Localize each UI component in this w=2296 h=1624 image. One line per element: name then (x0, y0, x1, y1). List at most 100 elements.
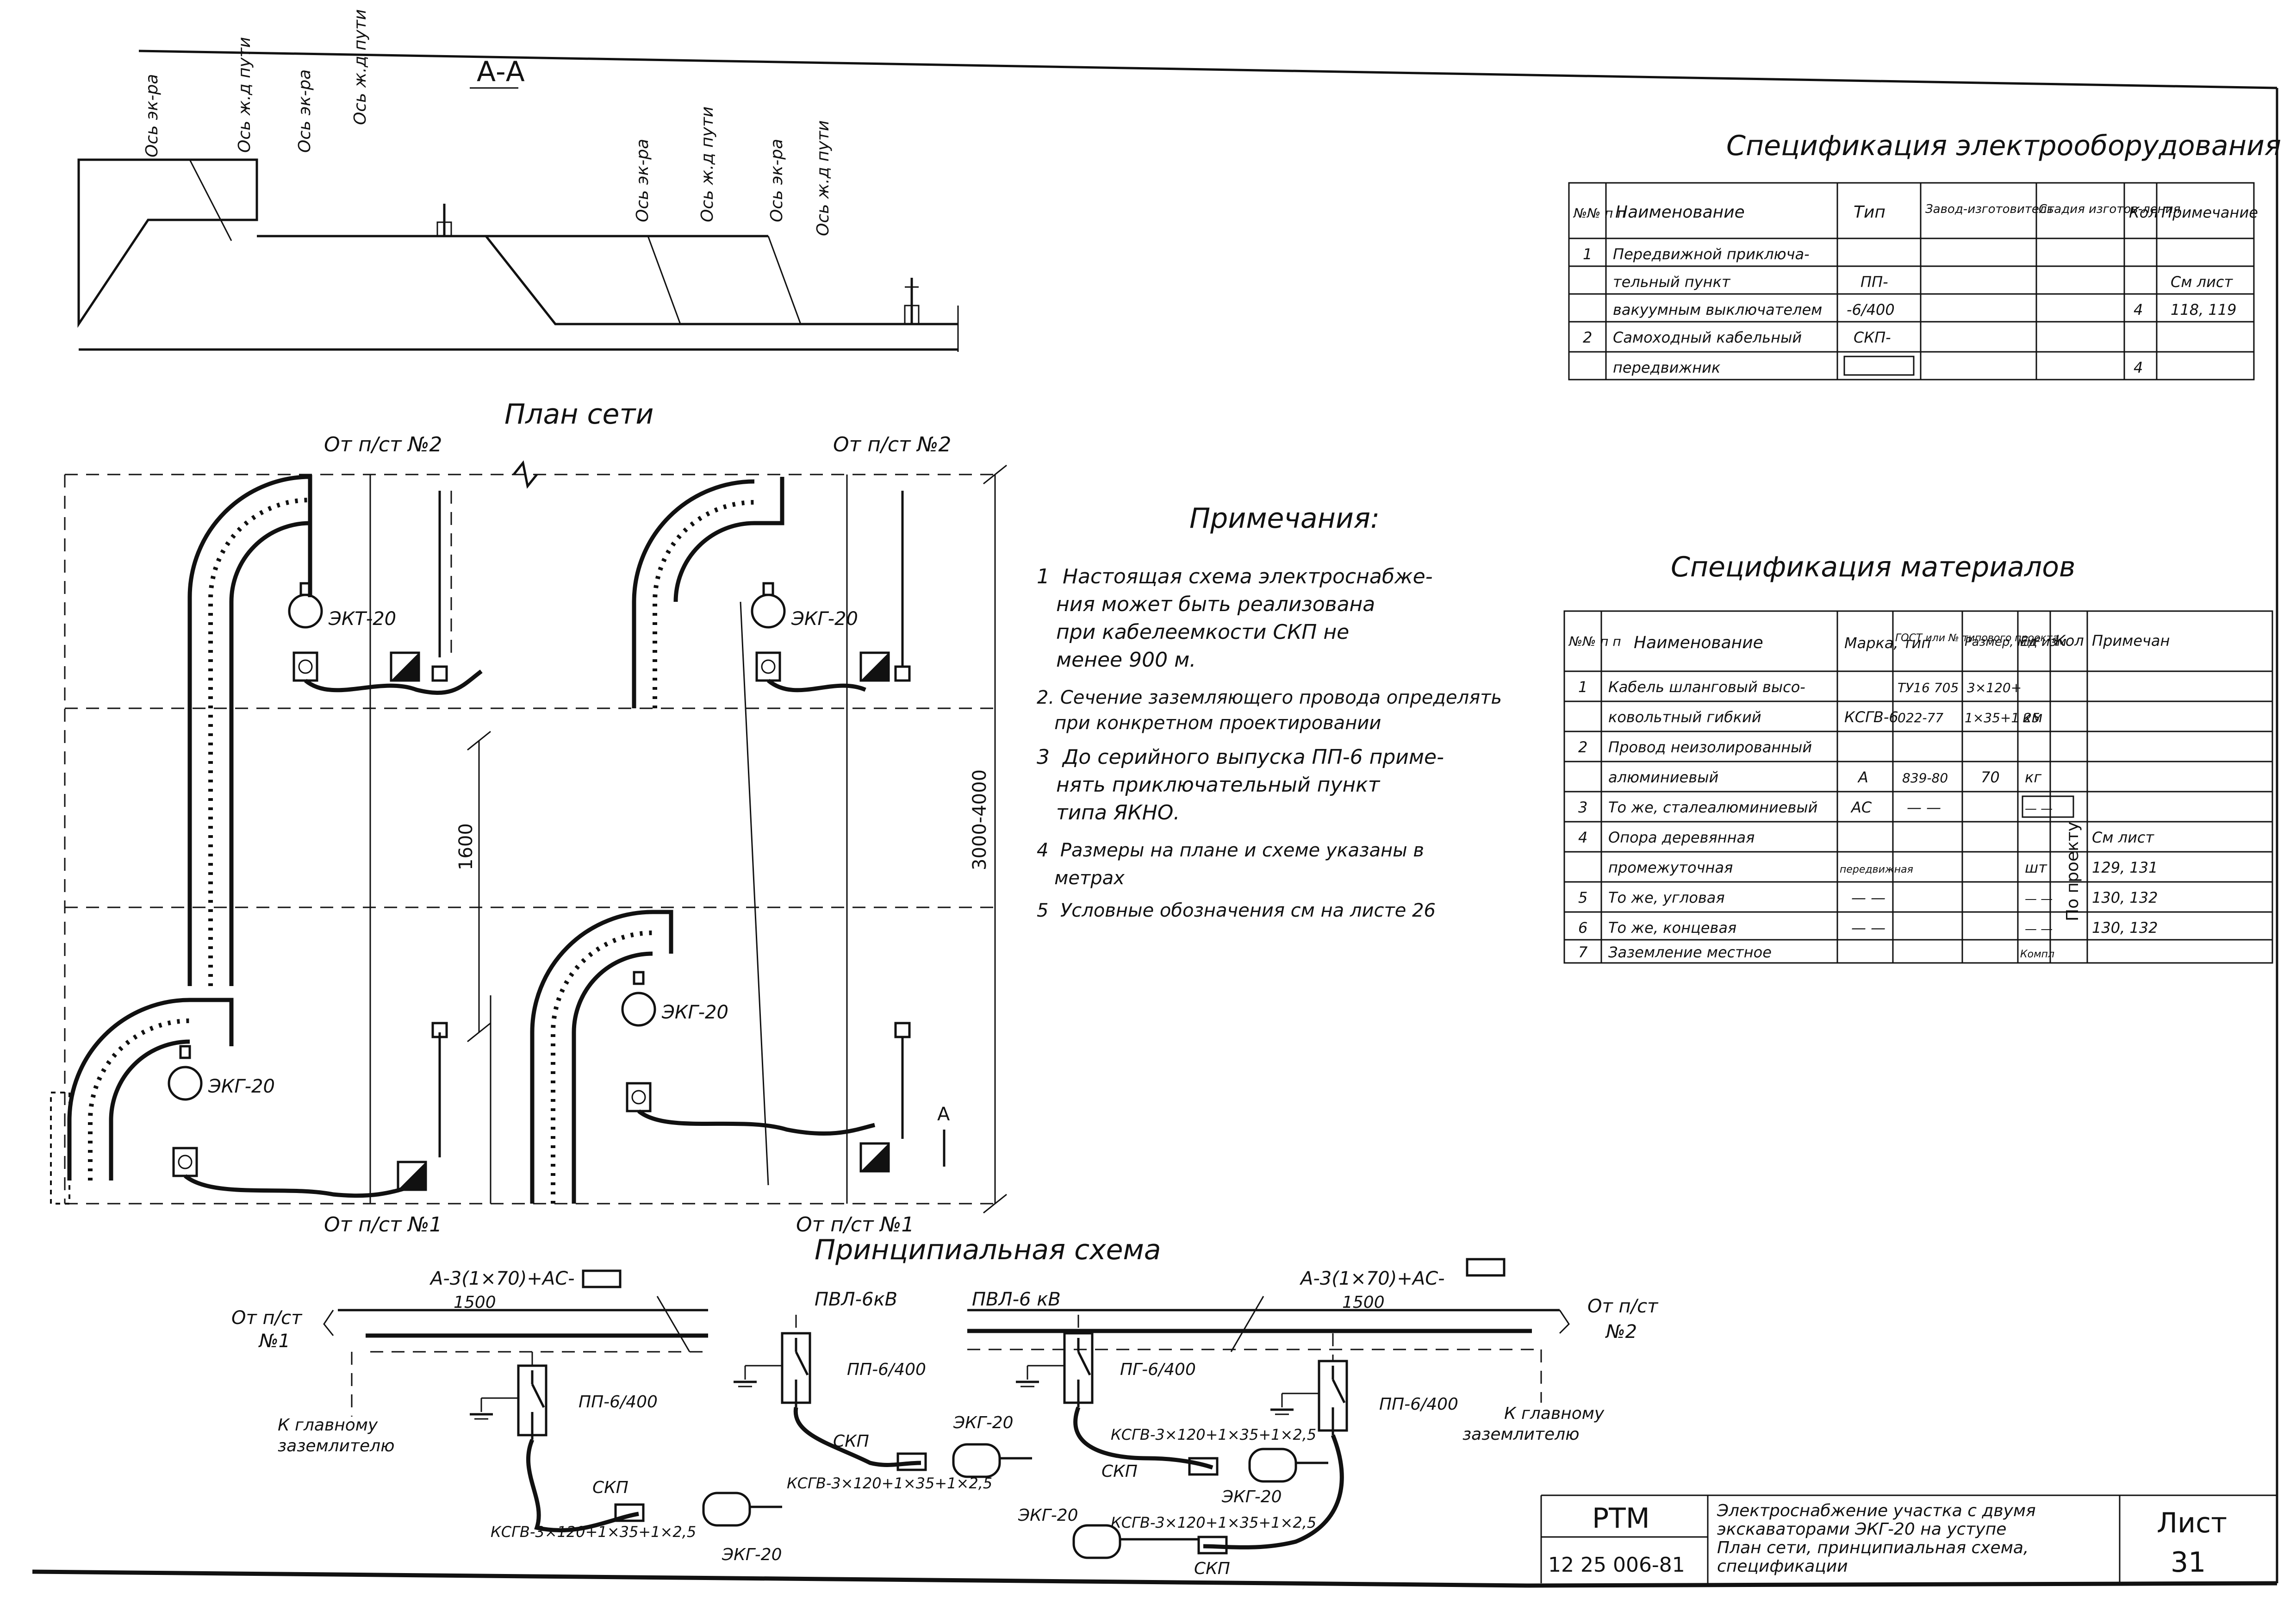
svg-text:130, 132: 130, 132 (2092, 889, 2158, 906)
svg-text:3×120+: 3×120+ (1967, 680, 2022, 695)
network-plan: План сети От п/ст №2 От п/ст №2 От п/ст … (50, 398, 1007, 1237)
switch-pp3: ПГ-6/400 СКП КСГВ-3×120+1×35+1×2,5 ЭКГ-2… (1016, 1315, 1328, 1506)
svg-text:кг: кг (2025, 768, 2041, 786)
svg-text:Ось ж.д пути: Ось ж.д пути (351, 9, 370, 125)
svg-text:118, 119: 118, 119 (2171, 301, 2237, 319)
svg-text:Ось эк-ра: Ось эк-ра (767, 139, 786, 222)
materials-spec-title: Спецификация материалов (1671, 551, 2075, 583)
svg-text:1600: 1600 (455, 823, 477, 870)
svg-text:А: А (937, 1104, 950, 1125)
svg-text:при кабелеемкости СКП не: при кабелеемкости СКП не (1037, 620, 1349, 644)
svg-text:Лист: Лист (2157, 1507, 2227, 1539)
svg-text:Наименование: Наименование (1615, 203, 1745, 222)
svg-text:ЭКТ-20: ЭКТ-20 (328, 608, 396, 630)
svg-text:1500: 1500 (454, 1293, 496, 1312)
svg-text:Электроснабжение участка с дву: Электроснабжение участка с двумя (1717, 1501, 2036, 1520)
svg-text:ЭКГ-20: ЭКГ-20 (1221, 1487, 1282, 1506)
svg-text:Размер, мм²: Размер, мм² (1965, 635, 2041, 649)
svg-text:От п/ст №1: От п/ст №1 (324, 1213, 442, 1237)
svg-text:3 До серийного выпуска ПП-6 п: 3 До серийного выпуска ПП-6 приме- (1037, 745, 1444, 769)
notes-title: Примечания: (1189, 502, 1380, 535)
svg-text:ПП-6/400: ПП-6/400 (847, 1360, 926, 1379)
arch-lower-right (530, 910, 673, 1204)
switch-pp1: ПП-6/400 СКП КСГВ-3×120+1×35+1×2,5 ЭКГ-2… (470, 1352, 782, 1564)
svg-text:3: 3 (1578, 799, 1587, 816)
svg-text:КСГВ-3×120+1×35+1×2,5: КСГВ-3×120+1×35+1×2,5 (491, 1523, 696, 1541)
svg-text:ТУ16 705: ТУ16 705 (1898, 680, 1959, 695)
svg-text:130, 132: 130, 132 (2092, 919, 2158, 937)
svg-text:А: А (1857, 768, 1868, 786)
svg-text:022-77: 022-77 (1898, 710, 1943, 725)
svg-text:тельный пункт: тельный пункт (1613, 273, 1731, 291)
svg-text:ПП-: ПП- (1860, 273, 1888, 291)
svg-text:Наименование: Наименование (1634, 633, 1763, 652)
svg-text:129, 131: 129, 131 (2092, 859, 2158, 876)
svg-text:СКП: СКП (833, 1432, 869, 1451)
svg-text:Опора деревянная: Опора деревянная (1608, 829, 1755, 846)
arch-upper-left (187, 475, 312, 986)
svg-text:Завод-изготовитель: Завод-изготовитель (1925, 202, 2054, 216)
svg-text:КСГВ-3×120+1×35+1×2,5: КСГВ-3×120+1×35+1×2,5 (787, 1474, 992, 1492)
svg-text:Ось эк-ра: Ось эк-ра (295, 69, 314, 153)
title-stamp: РТМ 12 25 006-81 Электроснабжение участк… (1540, 1494, 2277, 1583)
arch-upper-right (632, 477, 784, 708)
svg-text:— —: — — (2025, 922, 2053, 936)
svg-text:31: 31 (2171, 1546, 2206, 1579)
svg-text:КСГВ-3×120+1×35+1×2,5: КСГВ-3×120+1×35+1×2,5 (1111, 1426, 1316, 1443)
svg-text:3000-4000: 3000-4000 (969, 769, 990, 870)
svg-text:менее 900 м.: менее 900 м. (1037, 648, 1196, 672)
svg-text:6: 6 (1578, 919, 1587, 937)
svg-text:5: 5 (1578, 889, 1587, 906)
svg-text:1: 1 (1578, 678, 1587, 696)
svg-text:От п/ст: От п/ст (1587, 1296, 1659, 1317)
svg-text:типа ЯКНО.: типа ЯКНО. (1037, 801, 1180, 824)
svg-text:Ед изм: Ед изм (2020, 634, 2066, 649)
svg-text:СКП-: СКП- (1854, 329, 1891, 346)
svg-text:-6/400: -6/400 (1847, 301, 1895, 319)
svg-text:ния может быть реализована: ния может быть реализована (1037, 593, 1375, 616)
svg-text:К главному: К главному (278, 1416, 378, 1435)
svg-text:Компл: Компл (2020, 949, 2054, 960)
svg-text:Кол: Кол (2129, 204, 2158, 221)
svg-text:№1: №1 (258, 1330, 290, 1352)
svg-text:70: 70 (1981, 768, 2000, 786)
svg-text:2: 2 (1583, 329, 1592, 346)
svg-text:А-3(1×70)+АС-: А-3(1×70)+АС- (1299, 1268, 1445, 1289)
svg-text:1500: 1500 (1342, 1293, 1385, 1312)
svg-text:ПВЛ-6 кВ: ПВЛ-6 кВ (972, 1289, 1061, 1310)
svg-text:№№ п п: №№ п п (1573, 206, 1626, 221)
svg-text:РТМ: РТМ (1592, 1502, 1650, 1535)
svg-text:Ось ж.д пути: Ось ж.д пути (698, 106, 717, 222)
svg-text:От п/ст №2: От п/ст №2 (833, 433, 951, 456)
schematic-title: Принципиальная схема (815, 1234, 1161, 1266)
svg-text:ПП-6/400: ПП-6/400 (1379, 1395, 1458, 1414)
svg-text:Кол: Кол (2055, 632, 2084, 650)
svg-text:Самоходный кабельный: Самоходный кабельный (1613, 329, 1802, 346)
svg-text:1×35+1 25: 1×35+1 25 (1965, 710, 2040, 725)
svg-text:См лист: См лист (2092, 829, 2155, 846)
excavator-group-1: ЭКТ-20 (288, 491, 483, 695)
svg-text:Заземление местное: Заземление местное (1608, 943, 1772, 961)
svg-text:839-80: 839-80 (1902, 770, 1948, 786)
svg-text:7: 7 (1578, 943, 1588, 961)
svg-text:ПГ-6/400: ПГ-6/400 (1120, 1360, 1196, 1379)
svg-text:ковольтный гибкий: ковольтный гибкий (1608, 708, 1761, 726)
svg-text:км: км (2022, 708, 2042, 726)
switch-pp2: ПП-6/400 СКП КСГВ-3×120+1×35+1×2,5 ЭКГ-2… (734, 1315, 1032, 1492)
svg-text:1: 1 (1583, 245, 1592, 263)
svg-text:К главному: К главному (1504, 1404, 1605, 1423)
svg-text:— —: — — (1851, 919, 1885, 937)
svg-text:№2: №2 (1605, 1321, 1637, 1343)
svg-text:То же, концевая: То же, концевая (1608, 919, 1736, 937)
svg-text:вакуумным выключателем: вакуумным выключателем (1613, 301, 1822, 319)
section-a-a: А-А Ось эк-ра Ось ж.д пути Ось эк-ра Ось… (77, 9, 959, 352)
plan-title: План сети (504, 398, 653, 431)
svg-text:спецификации: спецификации (1717, 1557, 1848, 1576)
svg-text:СКП: СКП (592, 1478, 628, 1497)
svg-text:передвижная: передвижная (1840, 864, 1913, 875)
svg-text:То же, угловая: То же, угловая (1608, 889, 1725, 906)
svg-text:заземлителю: заземлителю (1462, 1425, 1580, 1444)
svg-text:То же, сталеалюминиевый: То же, сталеалюминиевый (1608, 799, 1817, 816)
svg-text:Стадия изготов-ления: Стадия изготов-ления (2039, 202, 2180, 216)
